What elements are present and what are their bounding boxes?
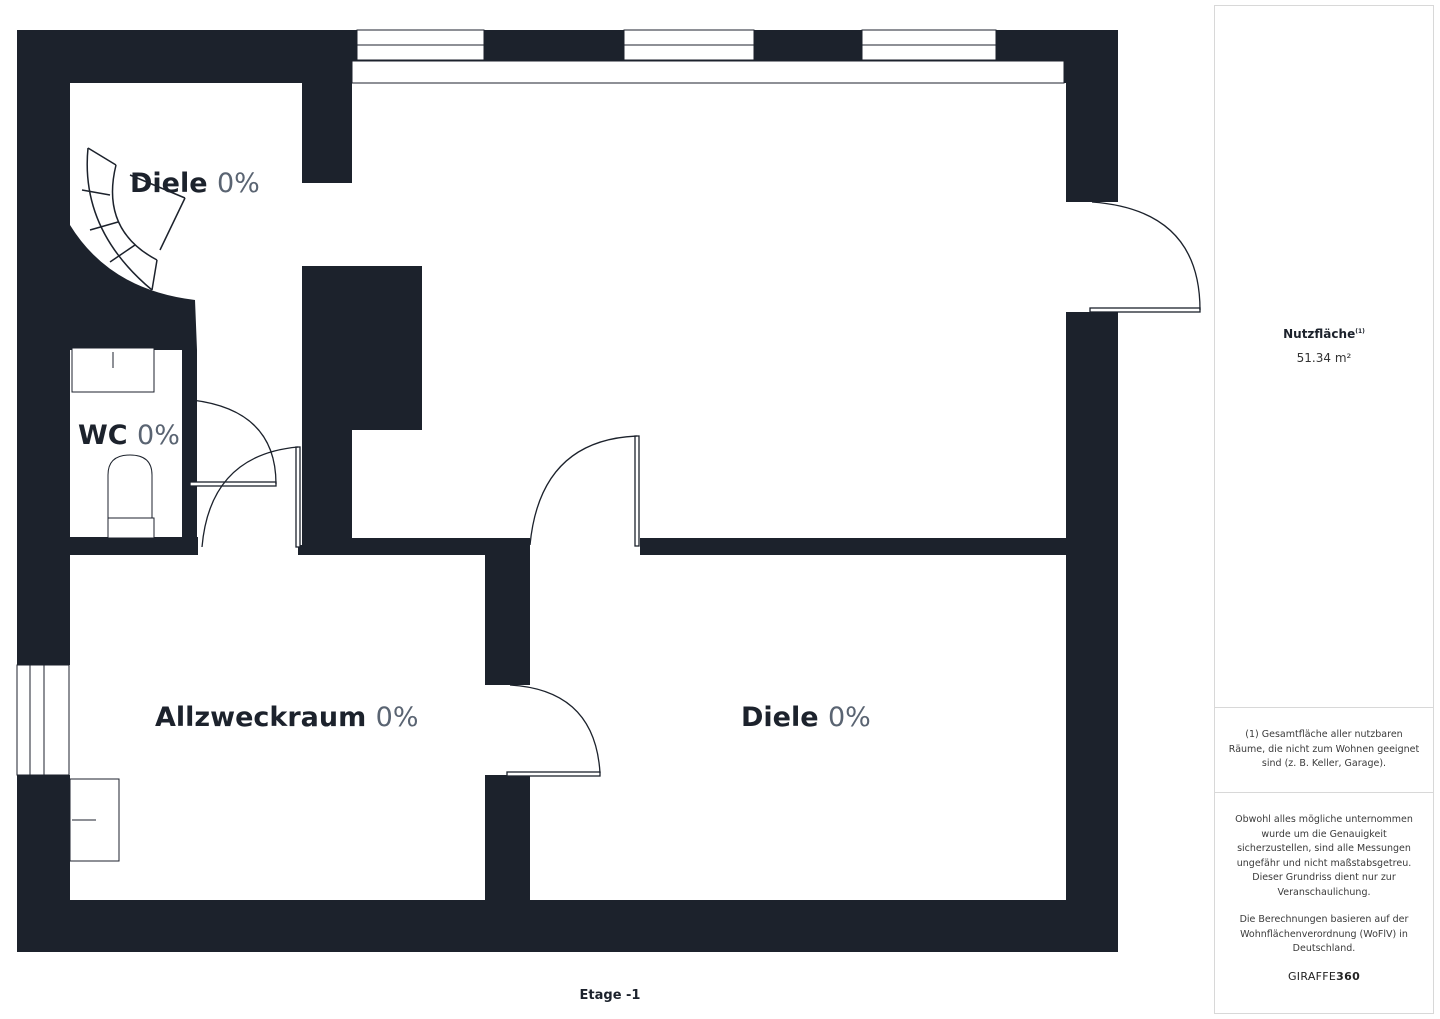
- floor-label: Etage -1: [579, 988, 641, 1003]
- room-name: Diele: [741, 702, 819, 733]
- area-title-text: Nutzfläche: [1283, 327, 1356, 341]
- room-label-diele-bottom: Diele 0%: [741, 704, 871, 731]
- sink-icon: [71, 347, 155, 393]
- brand-prefix: GIRAFFE: [1287, 970, 1337, 983]
- room-label-wc: WC 0%: [78, 422, 180, 449]
- windows-top: [351, 29, 1065, 84]
- info-panel: [1214, 5, 1435, 1014]
- stair-icon: [81, 147, 186, 291]
- utility-sink-icon: [69, 778, 120, 862]
- room-name: Allzweckraum: [155, 702, 367, 733]
- area-title: Nutzfläche(1): [1214, 327, 1434, 341]
- room-percentage: 0%: [827, 702, 871, 733]
- panel-border: [1433, 5, 1434, 1014]
- room-percentage: 0%: [375, 702, 419, 733]
- window-left: [16, 664, 70, 776]
- room-label-diele-top: Diele 0%: [130, 170, 260, 197]
- area-value: 51.34 m²: [1296, 351, 1352, 365]
- panel-divider: [1214, 792, 1434, 793]
- panel-border: [1214, 1013, 1434, 1014]
- room-label-allzweckraum: Allzweckraum 0%: [155, 704, 418, 731]
- room-name: Diele: [130, 168, 208, 199]
- disclaimer-text: Obwohl alles mögliche unternommen wurde …: [1235, 814, 1413, 898]
- room-percentage: 0%: [216, 168, 260, 199]
- footnote-text: (1) Gesamtfläche aller nutzbaren Räume, …: [1228, 729, 1420, 769]
- floor-plan: [16, 29, 1201, 952]
- room-name: WC: [78, 420, 128, 451]
- door-swings: [189, 201, 1201, 777]
- panel-border: [1214, 5, 1434, 6]
- brand-suffix: 360: [1336, 970, 1361, 983]
- brand-logo: GIRAFFE360: [1214, 970, 1434, 983]
- toilet-icon: [107, 454, 155, 539]
- footnote-mark: (1): [1355, 328, 1365, 335]
- panel-divider: [1214, 707, 1434, 708]
- room-percentage: 0%: [137, 420, 180, 451]
- interior-walls: [60, 83, 1066, 900]
- room-interiors: [17, 83, 1118, 900]
- calculation-note: Die Berechnungen basieren auf der Wohnfl…: [1239, 914, 1409, 954]
